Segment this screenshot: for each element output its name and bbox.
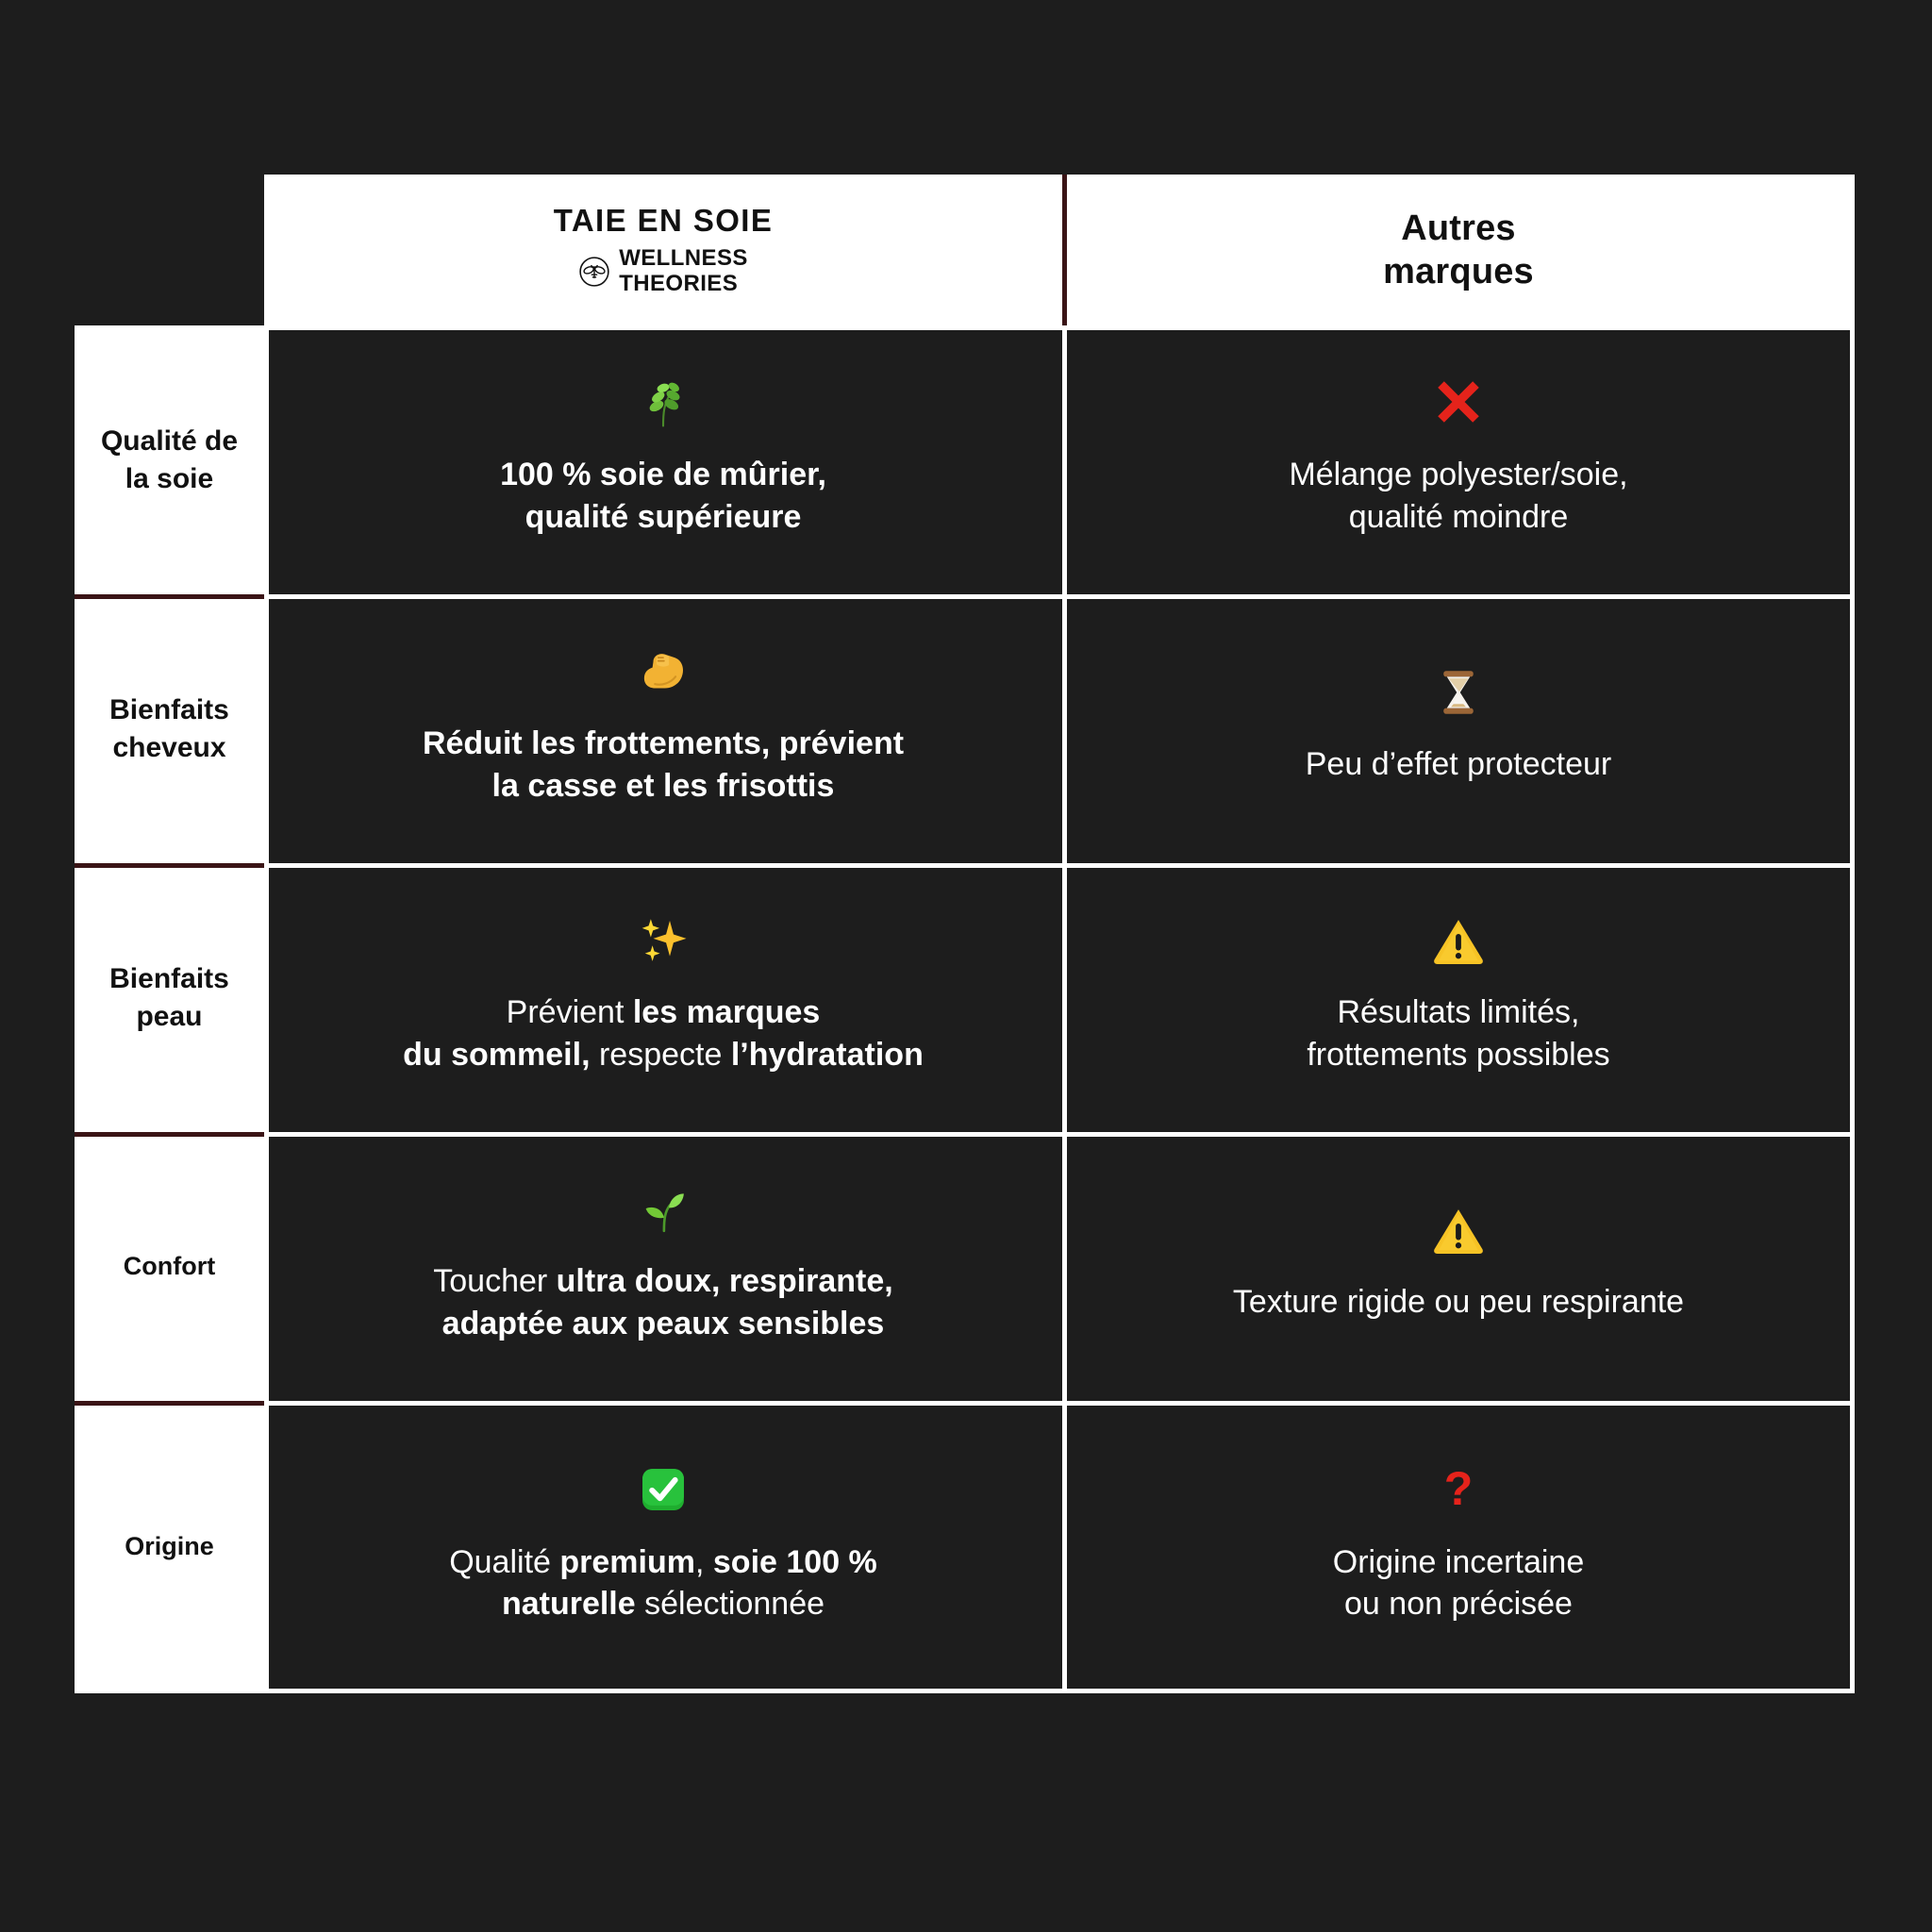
brand-subtitle: WELLNESS THEORIES [619,245,748,296]
header-column-divider [1062,175,1067,325]
cell-brand-row-4: Qualité premium, soie 100 %naturelle sél… [264,1401,1062,1693]
cell-competitor-row-1: Peu d’effet protecteur [1062,594,1855,863]
cross-mark-emoji [1433,376,1484,429]
cell-text: Résultats limités,frottements possibles [1307,994,1610,1073]
row-label-text: Confort [123,1251,216,1280]
label-row-divider-4 [75,1401,264,1406]
label-row-divider-3 [75,1132,264,1137]
row-label-text: Bienfaits cheveux [109,693,229,763]
cell-text: Toucher ultra doux, respirante,adaptée a… [433,1263,893,1341]
row-label-text: Qualité de la soie [100,425,239,494]
cell-text: Texture rigide ou peu respirante [1232,1284,1685,1321]
question-mark-emoji: ? [1443,1461,1474,1515]
row-label-4: Origine [75,1401,264,1693]
sparkles-emoji [637,914,690,967]
row-label-text: Bienfaits peau [109,962,229,1032]
label-row-divider-2 [75,863,264,868]
cell-competitor-row-3: Texture rigide ou peu respirante [1062,1132,1855,1401]
row-divider-1 [264,594,1855,599]
header-spacer [75,175,264,325]
cell-competitor-row-0: Mélange polyester/soie,qualité moindre [1062,325,1855,594]
hourglass-emoji [1432,666,1485,719]
row-divider-2 [264,863,1855,868]
flexed-biceps-emoji [637,645,690,698]
row-label-text: Origine [125,1532,214,1561]
vline-brand-competitor [1062,325,1067,1693]
competitor-title: Autres marques [1383,208,1534,291]
cell-text: Peu d’effet protecteur [1305,746,1612,783]
cell-competitor-row-2: Résultats limités,frottements possibles [1062,863,1855,1132]
cell-text: Qualité premium, soie 100 %naturelle sél… [449,1543,877,1622]
brand-lockup: WELLNESS THEORIES [578,245,748,297]
brand-title: TAIE EN SOIE [553,203,774,239]
bee-in-circle-icon [578,256,610,288]
row-label-1: Bienfaits cheveux [75,594,264,863]
cell-text: 100 % soie de mûrier,qualité supérieure [500,457,826,535]
seedling-emoji [637,1183,690,1236]
cell-brand-row-0: 100 % soie de mûrier,qualité supérieure [264,325,1062,594]
row-label-3: Confort [75,1132,264,1401]
cell-brand-row-3: Toucher ultra doux, respirante,adaptée a… [264,1132,1062,1401]
row-label-0: Qualité de la soie [75,325,264,594]
comparison-table: TAIE EN SOIE WELLNESS THEORIES Autres marq… [75,175,1855,1693]
vline-label-brand [264,325,269,1693]
herb-emoji [637,376,690,429]
row-divider-4 [264,1401,1855,1406]
label-row-divider-1 [75,594,264,599]
header-brand-column: TAIE EN SOIE WELLNESS THEORIES [264,175,1062,325]
row-divider-3 [264,1132,1855,1137]
warning-emoji [1432,1204,1485,1257]
check-mark-button-emoji [638,1464,689,1517]
row-label-2: Bienfaits peau [75,863,264,1132]
header-competitor-column: Autres marques [1062,175,1855,325]
cell-text: Mélange polyester/soie,qualité moindre [1289,457,1628,535]
warning-emoji [1432,914,1485,967]
